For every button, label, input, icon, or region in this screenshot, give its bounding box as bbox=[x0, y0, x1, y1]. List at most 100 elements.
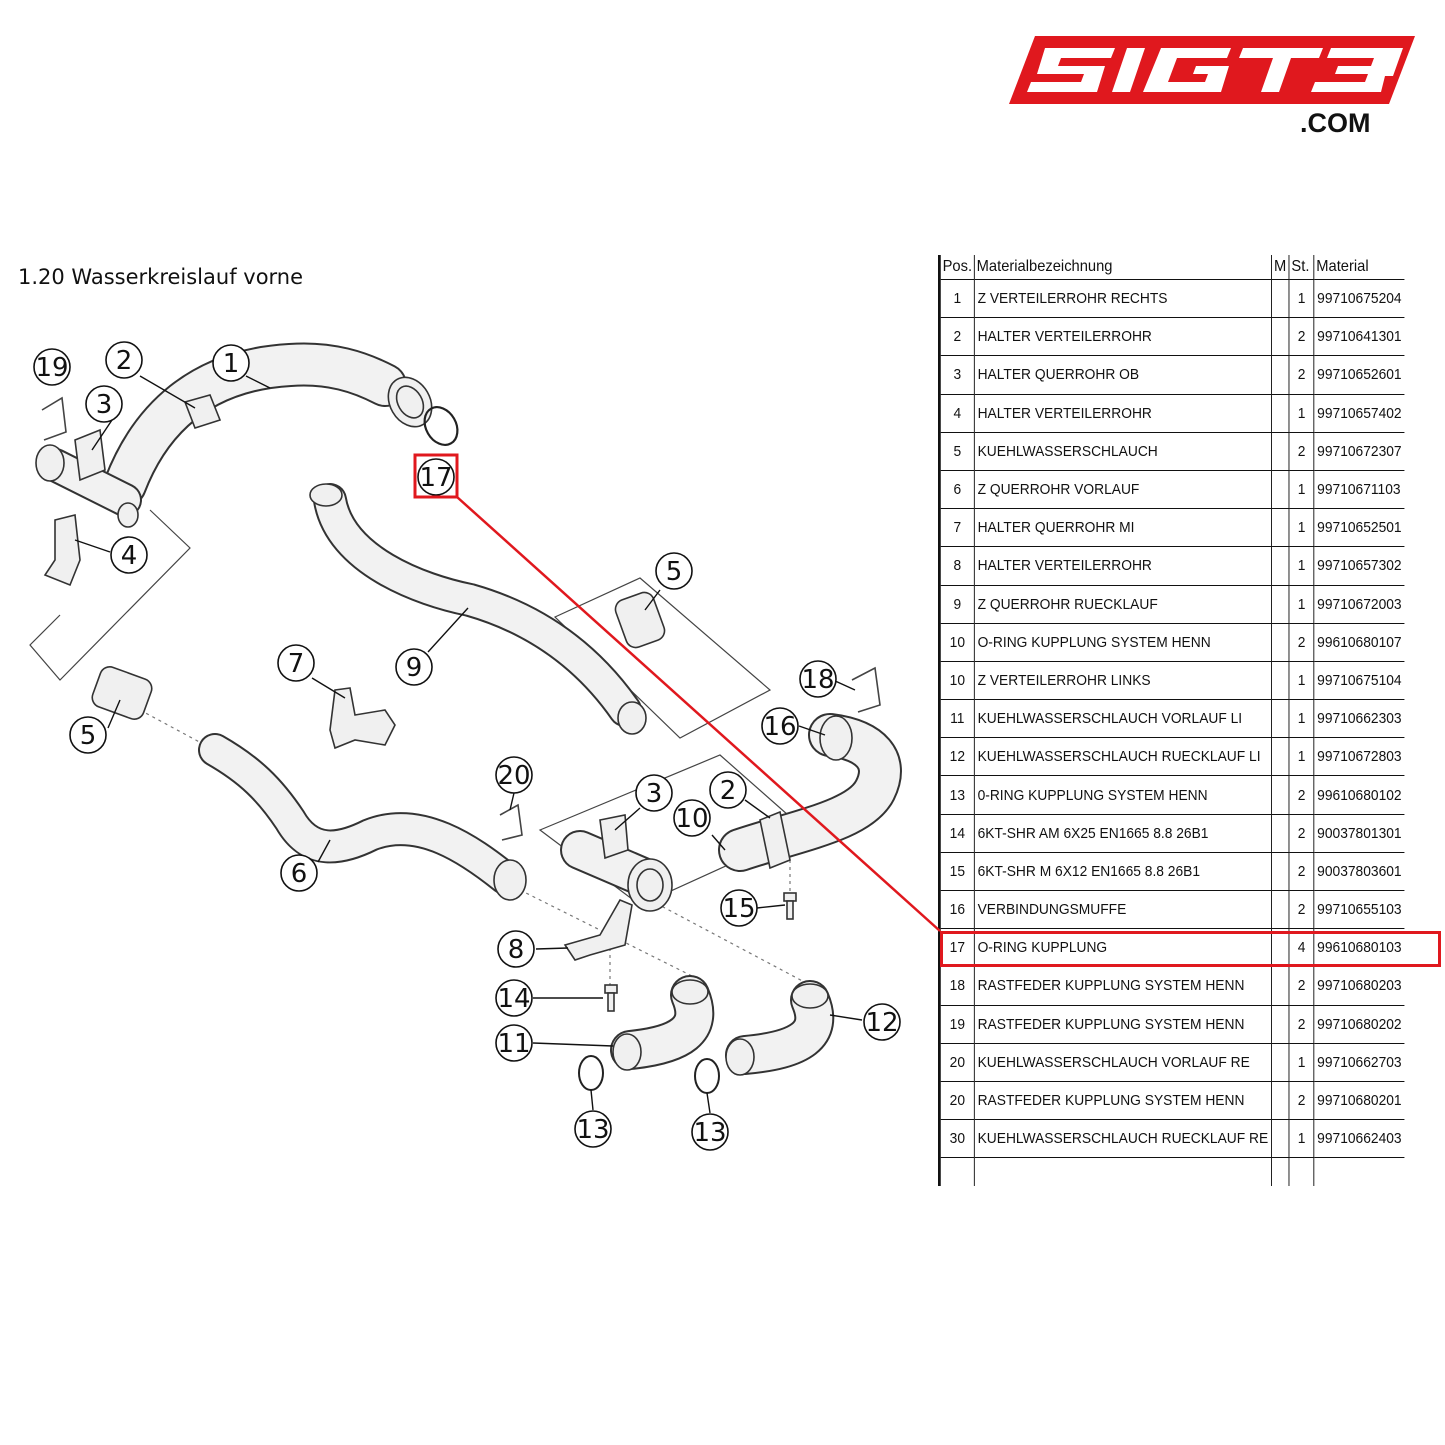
row-material: 99710641301 bbox=[1313, 317, 1405, 357]
callout-2-top[interactable]: 2 bbox=[105, 341, 143, 379]
header-m: M bbox=[1271, 255, 1290, 280]
row-material: 99710662403 bbox=[1313, 1119, 1405, 1159]
row-m bbox=[1271, 1119, 1290, 1159]
assembly-line-e bbox=[139, 709, 206, 746]
part-return-pipe bbox=[309, 483, 647, 735]
row-qty: 2 bbox=[1288, 432, 1314, 471]
row-material: 99710680202 bbox=[1313, 1005, 1405, 1044]
callout-10[interactable]: 10 bbox=[673, 799, 711, 837]
row-name: VERBINDUNGSMUFFE bbox=[973, 890, 1272, 930]
row-pos: 11 bbox=[937, 699, 975, 739]
callout-12[interactable]: 12 bbox=[863, 1003, 901, 1041]
row-material: 99710655103 bbox=[1313, 890, 1405, 930]
callout-5-left[interactable]: 5 bbox=[69, 716, 107, 754]
callout-17[interactable]: 17 bbox=[417, 458, 455, 496]
row-name: Z QUERROHR RUECKLAUF bbox=[973, 585, 1272, 624]
callout-6[interactable]: 6 bbox=[280, 854, 318, 892]
callout-1[interactable]: 1 bbox=[212, 344, 250, 382]
row-qty: 2 bbox=[1288, 852, 1314, 892]
callout-13-right[interactable]: 13 bbox=[691, 1113, 729, 1151]
part-left-fitting bbox=[35, 428, 142, 587]
callout-4[interactable]: 4 bbox=[110, 536, 148, 574]
part-hose-12 bbox=[725, 980, 835, 1076]
callout-8[interactable]: 8 bbox=[497, 930, 535, 968]
row-pos: 1 bbox=[937, 279, 975, 319]
row-qty: 2 bbox=[1288, 814, 1314, 853]
callout-3-left[interactable]: 3 bbox=[85, 385, 123, 423]
row-pos: 20 bbox=[937, 1081, 975, 1121]
row-qty: 2 bbox=[1288, 966, 1314, 1006]
row-qty: 2 bbox=[1288, 355, 1314, 395]
row-material: 99710657302 bbox=[1313, 546, 1405, 586]
row-qty: 2 bbox=[1288, 775, 1314, 815]
svg-text:9: 9 bbox=[406, 653, 423, 683]
row-qty: 1 bbox=[1288, 1119, 1314, 1159]
callout-7[interactable]: 7 bbox=[277, 644, 315, 682]
tail-cell bbox=[1313, 1157, 1405, 1187]
row-pos: 10 bbox=[937, 623, 975, 662]
svg-text:14: 14 bbox=[497, 984, 530, 1014]
svg-text:4: 4 bbox=[121, 541, 138, 571]
row-qty: 2 bbox=[1288, 1005, 1314, 1044]
row-m bbox=[1271, 852, 1290, 892]
part-o-ring-13-right bbox=[694, 1058, 720, 1094]
row-qty: 2 bbox=[1288, 623, 1314, 662]
callout-16[interactable]: 16 bbox=[761, 707, 799, 745]
row-m bbox=[1271, 814, 1290, 853]
part-connector-16 bbox=[718, 713, 902, 872]
callout-2-right[interactable]: 2 bbox=[709, 771, 747, 809]
callout-18[interactable]: 18 bbox=[799, 660, 837, 698]
row-pos: 3 bbox=[937, 355, 975, 395]
row-material: 99710675204 bbox=[1313, 279, 1405, 319]
part-screw-14 bbox=[604, 984, 618, 1012]
callout-15[interactable]: 15 bbox=[720, 889, 758, 927]
row-material: 99710672307 bbox=[1313, 432, 1405, 471]
svg-text:5: 5 bbox=[80, 721, 97, 751]
tail-cell bbox=[937, 1157, 975, 1187]
part-hose-5-left bbox=[91, 666, 153, 720]
logo-domain: .COM bbox=[1300, 108, 1371, 138]
callout-14[interactable]: 14 bbox=[495, 979, 533, 1017]
row-m bbox=[1271, 1081, 1290, 1121]
row-qty: 2 bbox=[1288, 1081, 1314, 1121]
row-pos: 15 bbox=[937, 852, 975, 892]
parts-table: Pos. Materialbezeichnung M St. Material … bbox=[937, 255, 1405, 1187]
row-name: HALTER VERTEILERROHR bbox=[973, 394, 1272, 433]
row-m bbox=[1271, 394, 1290, 433]
callout-9[interactable]: 9 bbox=[395, 648, 433, 686]
callout-5-right[interactable]: 5 bbox=[655, 552, 693, 590]
callout-11[interactable]: 11 bbox=[495, 1024, 533, 1062]
exploded-diagram: 19 2 1 3 17 4 5 7 9 18 16 5 20 3 2 10 6 … bbox=[29, 341, 902, 1151]
callout-19[interactable]: 19 bbox=[33, 348, 71, 386]
row-material: 90037803601 bbox=[1313, 852, 1405, 892]
callout-3-right[interactable]: 3 bbox=[635, 774, 673, 812]
callout-20[interactable]: 20 bbox=[495, 756, 533, 794]
row-pos: 2 bbox=[937, 317, 975, 357]
callout-13-left[interactable]: 13 bbox=[574, 1110, 612, 1148]
leader-lines bbox=[74, 375, 863, 1114]
row-pos: 18 bbox=[937, 966, 975, 1006]
